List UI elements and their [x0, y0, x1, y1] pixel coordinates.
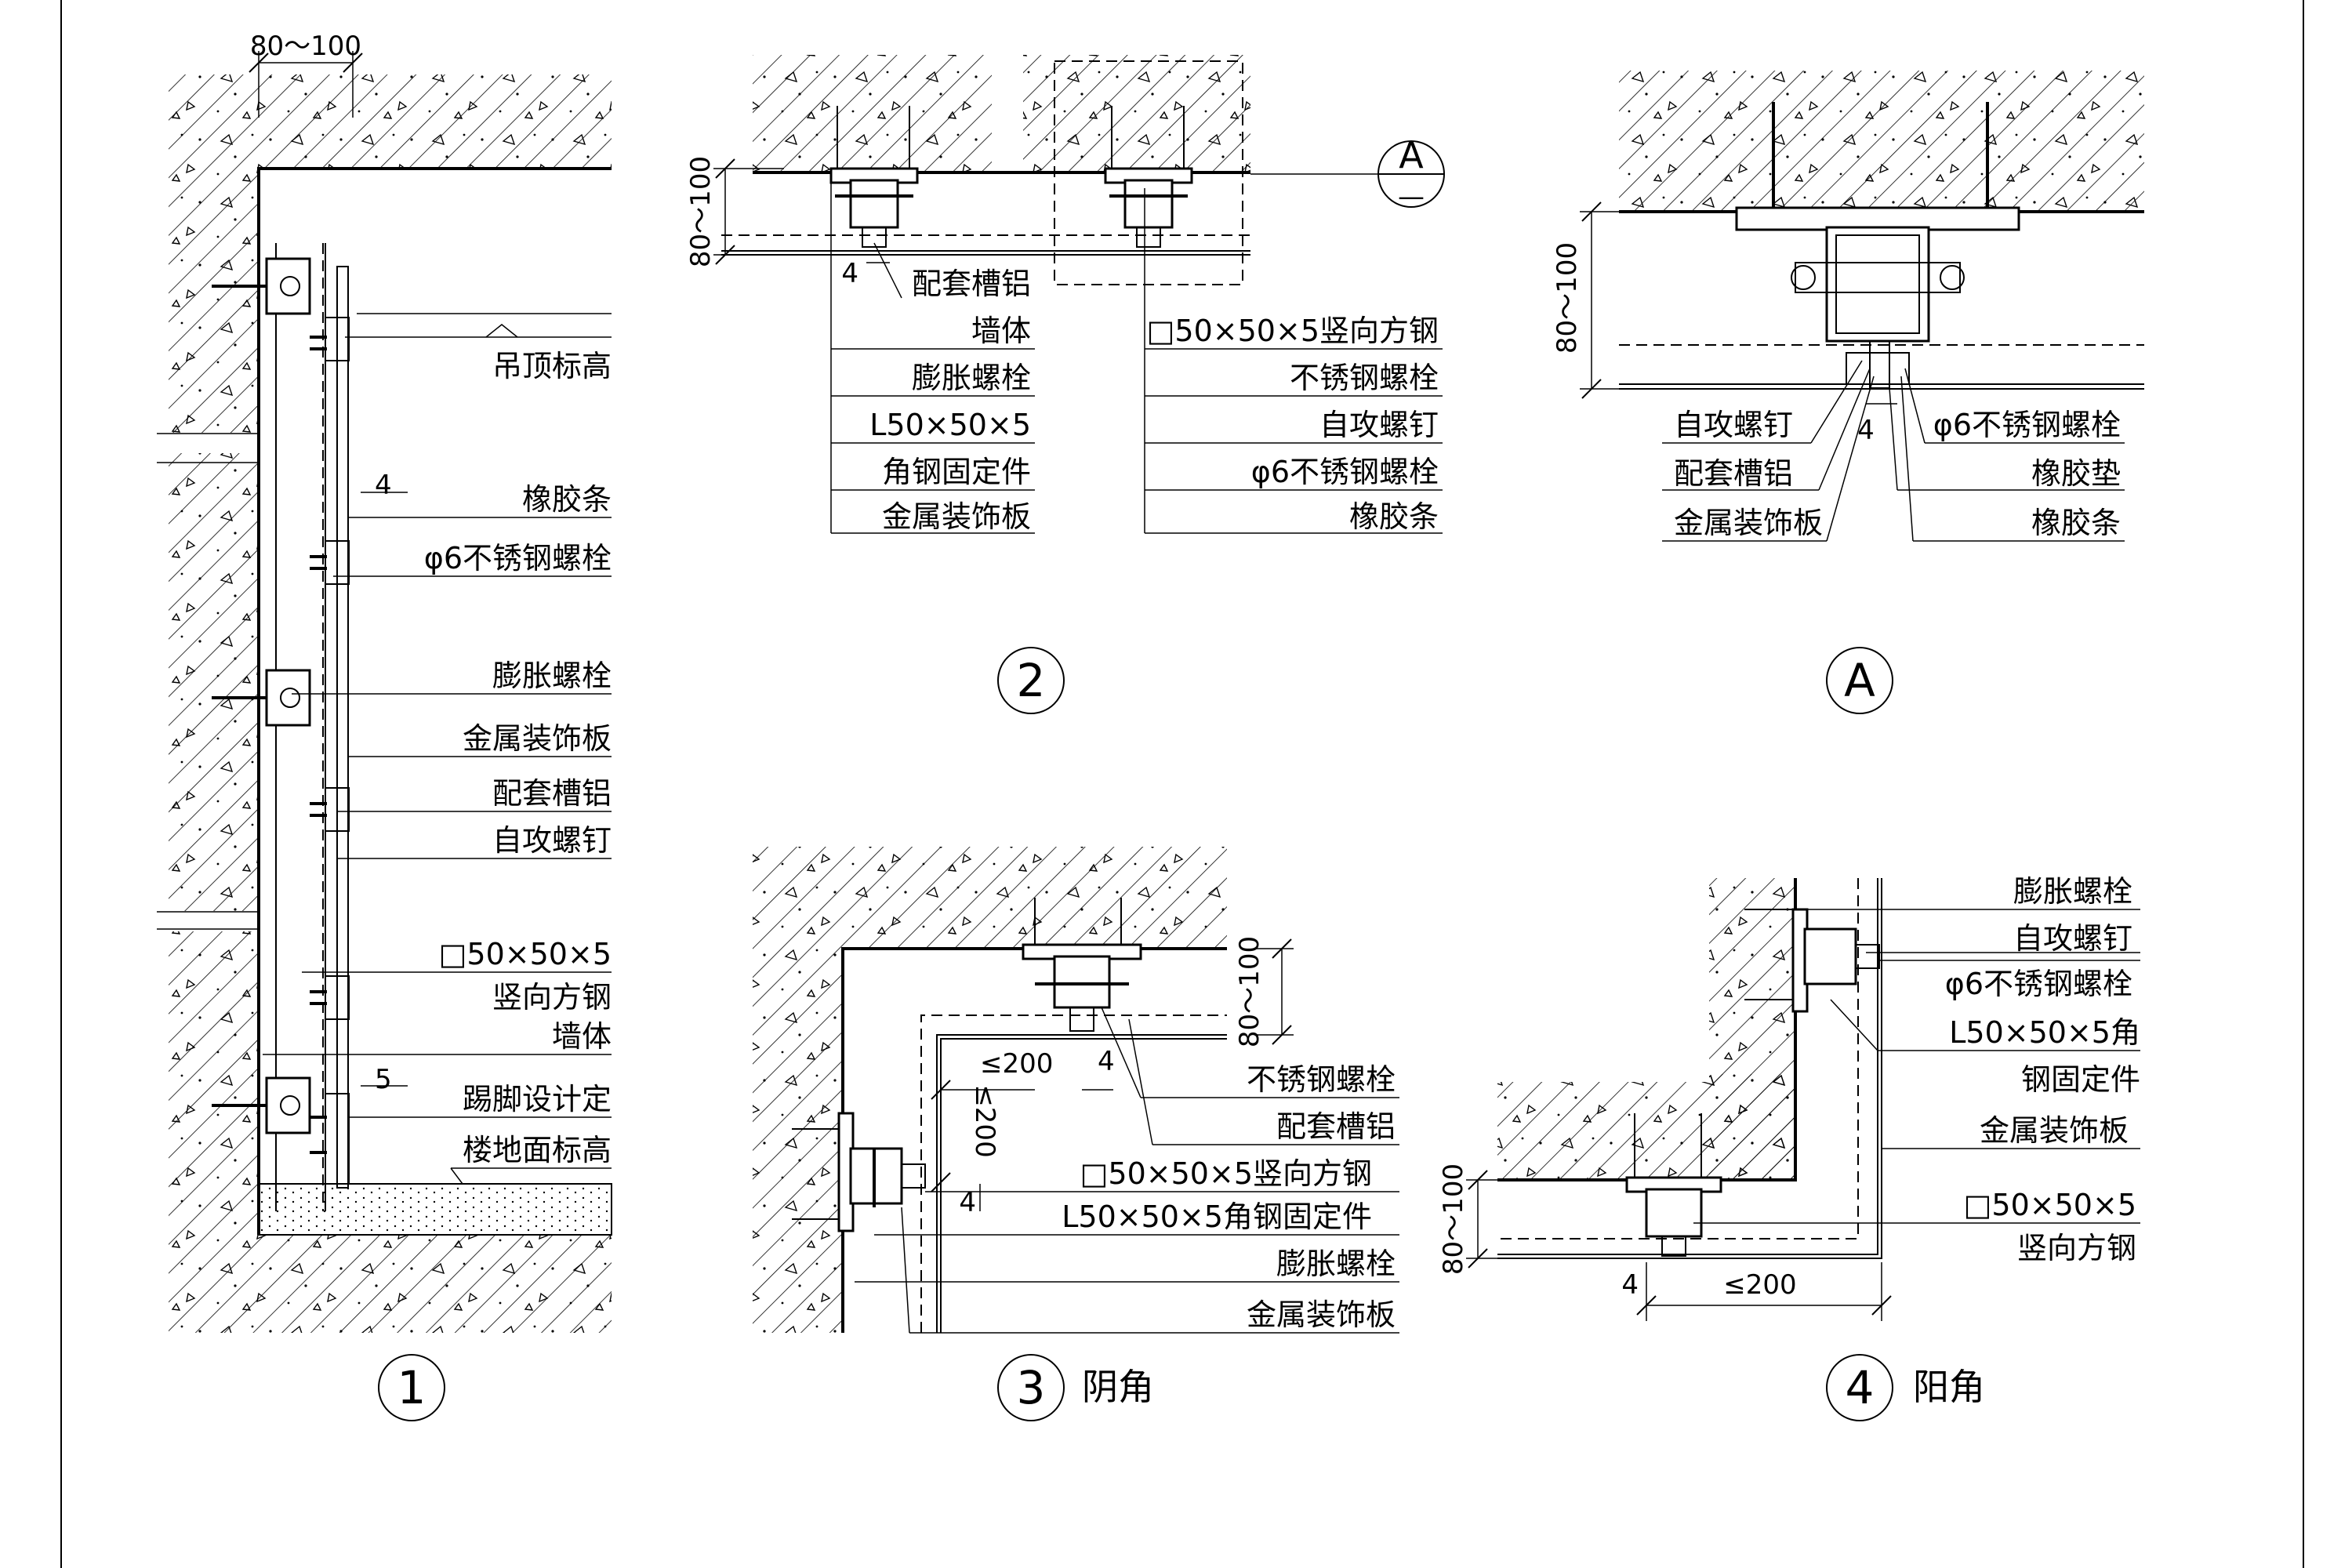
label-tapping-screw: 自攻螺钉: [1319, 408, 1439, 442]
detail-a-labels-left: 自攻螺钉 配套槽铝 金属装饰板: [1674, 408, 1823, 540]
label-wall: 墙体: [971, 314, 1031, 348]
label-metal-panel: 金属装饰板: [1247, 1298, 1396, 1332]
label-rubber-pad: 橡胶垫: [2031, 456, 2121, 491]
label-angle-size: L50×50×5: [869, 408, 1031, 442]
label-expansion-bolt: 膨胀螺栓: [2013, 874, 2132, 909]
label-square-tube-size: □50×50×5: [439, 937, 612, 971]
detail-2-labels-left: 配套槽铝 墙体 膨胀螺栓 L50×50×5 角钢固定件 金属装饰板: [869, 267, 1031, 534]
label-aluminum-channel: 配套槽铝: [492, 776, 612, 811]
detail-3-caption: 阴角: [1082, 1366, 1154, 1408]
label-metal-panel: 金属装饰板: [1980, 1113, 2129, 1148]
label-skirting: 踢脚设计定: [463, 1082, 612, 1116]
label-tapping-screw: 自攻螺钉: [2013, 921, 2132, 956]
detail-4-dim-200: ≤200: [1723, 1269, 1796, 1301]
detail-1-dim-top: 80～100: [250, 31, 361, 62]
detail-4-outer-corner: [1466, 878, 2140, 1321]
detail-3-dim-side: 80～100: [1234, 936, 1265, 1047]
detail-4-number: 4: [1846, 1361, 1875, 1414]
detail-a-enlarged: [1580, 71, 2144, 542]
label-tapping-screw: 自攻螺钉: [1674, 408, 1793, 442]
label-floor-level: 楼地面标高: [463, 1133, 612, 1167]
detail-a-dim-side: 80～100: [1552, 242, 1583, 354]
label-metal-panel: 金属装饰板: [882, 499, 1031, 534]
label-phi6-ss-bolt: φ6不锈钢螺栓: [1933, 408, 2121, 442]
detail-3-labels: 不锈钢螺栓 配套槽铝 □50×50×5竖向方钢 L50×50×5角钢固定件 膨胀…: [1062, 1062, 1396, 1332]
detail-3-dim-4b: 4: [959, 1187, 976, 1218]
detail-3-number: 3: [1017, 1361, 1046, 1414]
detail-3-dim-200a: ≤200: [980, 1048, 1053, 1080]
label-square-tube: □50×50×5竖向方钢: [1080, 1156, 1372, 1191]
detail-a-dim-4: 4: [1857, 415, 1875, 446]
detail-1-dim-5: 5: [375, 1064, 392, 1095]
detail-3-number-circle: [997, 1354, 1065, 1421]
detail-4-dim-side: 80～100: [1438, 1163, 1469, 1275]
label-expansion-bolt: 膨胀螺栓: [1276, 1247, 1396, 1281]
label-rubber-strip: 橡胶条: [2031, 506, 2121, 540]
detail-2-callout-a-sub: —: [1398, 181, 1425, 212]
label-aluminum-channel: 配套槽铝: [1276, 1109, 1396, 1144]
label-expansion-bolt: 膨胀螺栓: [492, 659, 612, 693]
detail-3-inner-corner: [753, 847, 1399, 1334]
detail-a-number: A: [1844, 654, 1875, 707]
detail-4-dim-4: 4: [1621, 1269, 1639, 1301]
label-ss-bolt: 不锈钢螺栓: [1247, 1062, 1396, 1097]
label-wall: 墙体: [552, 1019, 612, 1054]
detail-1-number-circle: [378, 1354, 445, 1421]
label-phi6-ss-bolt: φ6不锈钢螺栓: [1251, 455, 1439, 489]
detail-3-dim-4a: 4: [1098, 1046, 1115, 1077]
detail-1-number: 1: [397, 1361, 426, 1414]
label-angle-fixing: 角钢固定件: [882, 455, 1031, 489]
label-ss-bolt: 不锈钢螺栓: [1290, 361, 1439, 395]
detail-4-labels: 膨胀螺栓 自攻螺钉 φ6不锈钢螺栓 L50×50×5角 钢固定件 金属装饰板 □…: [1945, 874, 2140, 1265]
label-rubber-strip: 橡胶条: [1349, 499, 1439, 534]
detail-3-dim-200b: ≤200: [969, 1084, 1000, 1157]
label-ss-bolt: φ6不锈钢螺栓: [424, 541, 612, 575]
detail-2-labels-right: □50×50×5竖向方钢 不锈钢螺栓 自攻螺钉 φ6不锈钢螺栓 橡胶条: [1147, 314, 1439, 534]
label-metal-panel: 金属装饰板: [463, 721, 612, 756]
detail-2-callout-a: A: [1399, 134, 1424, 176]
detail-2-number-circle: [997, 647, 1065, 714]
detail-1-wall-section: [157, 51, 612, 1333]
label-phi6-ss-bolt: φ6不锈钢螺栓: [1945, 967, 2132, 1001]
detail-4-number-circle: [1826, 1354, 1893, 1421]
detail-1-dim-4: 4: [375, 470, 392, 501]
detail-1-labels: 吊顶标高 橡胶条 φ6不锈钢螺栓 膨胀螺栓 金属装饰板 配套槽铝 自攻螺钉 □5…: [424, 349, 612, 1167]
label-angle-fixing: 钢固定件: [2021, 1062, 2140, 1097]
label-aluminum-channel: 配套槽铝: [912, 267, 1031, 301]
label-vertical-tube: 竖向方钢: [492, 980, 612, 1014]
label-metal-panel: 金属装饰板: [1674, 506, 1823, 540]
detail-4-caption: 阳角: [1913, 1366, 1985, 1408]
label-square-tube: □50×50×5竖向方钢: [1147, 314, 1439, 348]
detail-2-number: 2: [1017, 654, 1046, 707]
label-rubber-strip: 橡胶条: [522, 482, 612, 517]
label-ceiling-level: 吊顶标高: [492, 349, 612, 383]
label-expansion-bolt: 膨胀螺栓: [912, 361, 1031, 395]
label-angle-size: L50×50×5角: [1949, 1015, 2140, 1050]
sheet-border: [60, 0, 2304, 1568]
detail-a-labels-right: φ6不锈钢螺栓 橡胶垫 橡胶条: [1933, 408, 2121, 540]
detail-2-dim-side: 80～100: [685, 156, 717, 267]
detail-a-number-circle: [1826, 647, 1893, 714]
detail-2-dim-4: 4: [841, 258, 858, 289]
label-square-tube-size: □50×50×5: [1964, 1188, 2136, 1222]
label-angle-fixing: L50×50×5角钢固定件: [1062, 1200, 1372, 1234]
label-vertical-tube: 竖向方钢: [2017, 1231, 2136, 1265]
detail-2-plan-section: [713, 47, 1445, 534]
label-tapping-screw: 自攻螺钉: [492, 823, 612, 858]
label-aluminum-channel: 配套槽铝: [1674, 456, 1793, 491]
detail-1-leaders: [263, 324, 612, 1185]
